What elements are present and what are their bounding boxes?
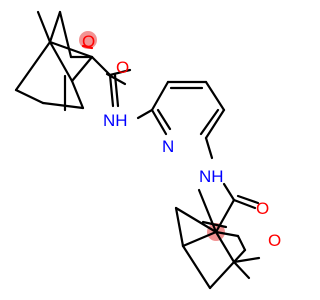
oxygen-amide-top: O: [116, 58, 129, 77]
nitrogen-amide-bottom: NH: [199, 167, 224, 186]
molecule-canvas: O O NH N NH O O: [14, 10, 282, 290]
bottom-camphor-bonds: [174, 182, 261, 290]
oxygen-ketone-bottom: O: [268, 231, 281, 250]
nitrogen-pyridine: N: [162, 137, 174, 156]
oxygen-ketone-top: O: [82, 32, 95, 51]
pyridine-bonds: [136, 80, 226, 160]
oxygen-amide-bottom: O: [256, 199, 269, 218]
top-camphor-bonds: [14, 10, 132, 112]
top-carbonyl-bonds: [81, 44, 127, 86]
stereo-highlight-top: [79, 31, 97, 49]
molecule-structure: O O NH N NH O O: [14, 10, 281, 290]
nitrogen-amide-top: NH: [103, 111, 128, 130]
